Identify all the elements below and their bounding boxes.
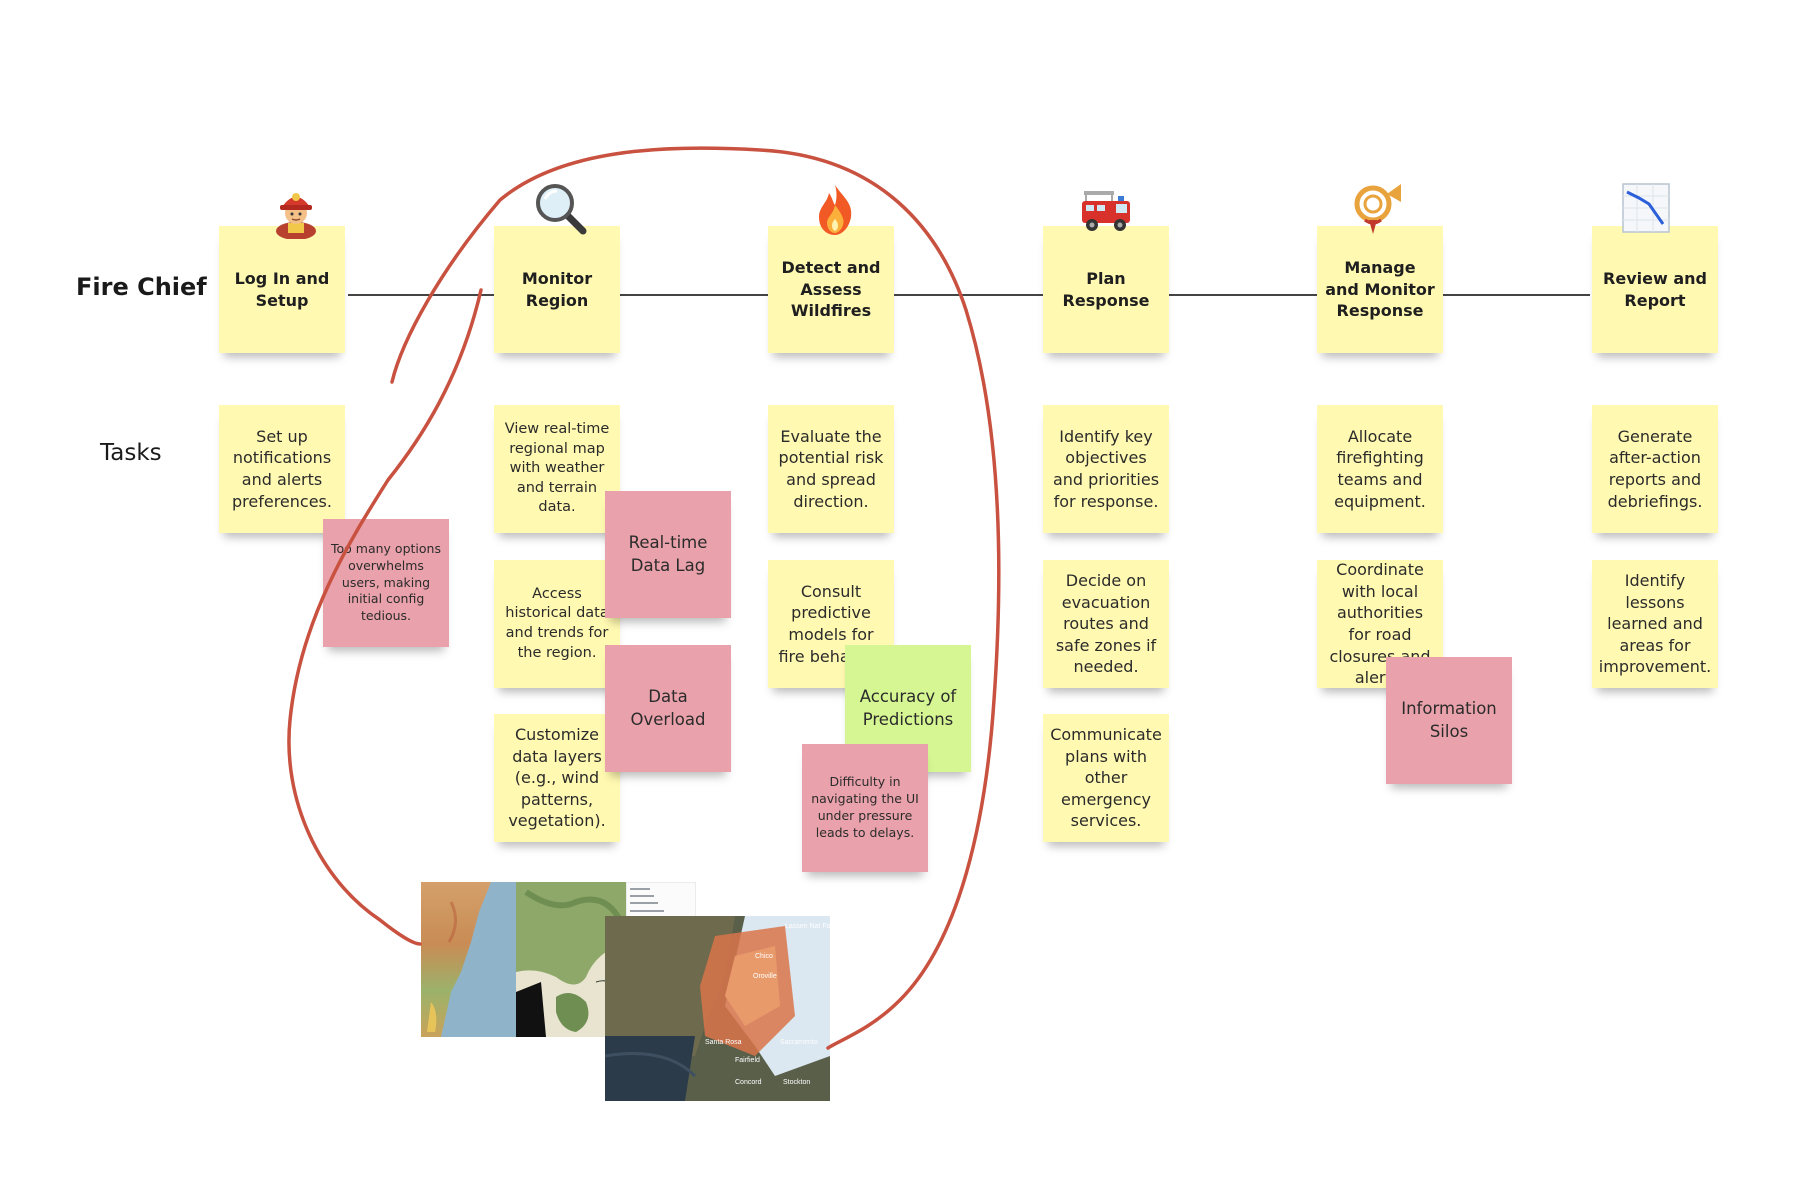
terrain-map-screenshot[interactable] xyxy=(421,882,516,1037)
task-text: Decide on evacuation routes and safe zon… xyxy=(1055,571,1157,677)
task-sticky[interactable]: Evaluate the potential risk and spread d… xyxy=(768,405,894,533)
task-sticky[interactable]: Coordinate with local authorities for ro… xyxy=(1317,560,1443,688)
task-text: Customize data layers (e.g., wind patter… xyxy=(508,725,606,831)
task-sticky[interactable]: Identify lessons learned and areas for i… xyxy=(1592,560,1718,688)
stage-label: Detect and Assess Wildfires xyxy=(781,258,881,321)
stage-label: Monitor Region xyxy=(521,268,593,310)
task-text: Set up notifications and alerts preferen… xyxy=(232,426,332,511)
task-sticky[interactable]: Decide on evacuation routes and safe zon… xyxy=(1043,560,1169,688)
stage-sticky-detect[interactable]: Detect and Assess Wildfires xyxy=(768,226,894,353)
task-text: Identify lessons learned and areas for i… xyxy=(1598,571,1712,677)
task-sticky[interactable]: Generate after-action reports and debrie… xyxy=(1592,405,1718,533)
task-sticky[interactable]: Identify key objectives and priorities f… xyxy=(1043,405,1169,533)
postal-horn-icon xyxy=(1354,184,1401,234)
pain-point-sticky[interactable]: Information Silos xyxy=(1386,657,1512,784)
tasks-row-label: Tasks xyxy=(100,440,162,466)
task-text: Allocate firefighting teams and equipmen… xyxy=(1334,426,1426,511)
stage-label: Plan Response xyxy=(1062,268,1150,310)
task-sticky[interactable]: Communicate plans with other emergency s… xyxy=(1043,714,1169,842)
task-sticky[interactable]: View real-time regional map with weather… xyxy=(494,405,620,533)
stage-sticky-review[interactable]: Review and Report xyxy=(1592,226,1718,353)
pain-point-sticky[interactable]: Difficulty in navigating the UI under pr… xyxy=(802,744,928,872)
stage-label: Manage and Monitor Response xyxy=(1325,258,1435,321)
map-place-label: Chico xyxy=(755,953,773,960)
firefighter-icon xyxy=(276,193,316,239)
stage-sticky-manage[interactable]: Manage and Monitor Response xyxy=(1317,226,1443,353)
task-text: Access historical data and trends for th… xyxy=(505,585,609,661)
pain-point-text: Too many options overwhelms users, makin… xyxy=(331,540,441,624)
map-place-label: Oroville xyxy=(753,973,777,980)
map-place-label: Lassen Nat Forest xyxy=(785,923,830,930)
pain-point-text: Difficulty in navigating the UI under pr… xyxy=(811,774,919,840)
map-place-label: Fairfield xyxy=(735,1057,760,1064)
map-place-label: Santa Rosa xyxy=(705,1039,742,1046)
stage-label: Log In and Setup xyxy=(234,268,330,310)
pain-point-sticky[interactable]: Real-time Data Lag xyxy=(605,491,731,618)
pain-point-text: Data Overload xyxy=(630,687,706,729)
task-text: Generate after-action reports and debrie… xyxy=(1607,426,1703,511)
pain-point-text: Accuracy of Predictions xyxy=(859,687,957,729)
pain-point-sticky[interactable]: Data Overload xyxy=(605,645,731,772)
task-sticky[interactable]: Access historical data and trends for th… xyxy=(494,560,620,688)
stage-sticky-login[interactable]: Log In and Setup xyxy=(219,226,345,353)
pain-point-text: Real-time Data Lag xyxy=(628,533,708,575)
chart-decreasing-icon xyxy=(1622,183,1670,233)
map-place-label: Sacramento xyxy=(780,1039,818,1046)
magnifying-glass-icon xyxy=(536,184,587,235)
map-place-label: Concord xyxy=(735,1079,762,1086)
stage-label: Review and Report xyxy=(1603,268,1707,310)
task-text: View real-time regional map with weather… xyxy=(504,421,610,516)
map-place-label: Stockton xyxy=(783,1079,810,1086)
task-text: Identify key objectives and priorities f… xyxy=(1052,426,1160,511)
task-sticky[interactable]: Customize data layers (e.g., wind patter… xyxy=(494,714,620,842)
fire-engine-icon xyxy=(1082,191,1130,231)
task-sticky[interactable]: Allocate firefighting teams and equipmen… xyxy=(1317,405,1443,533)
actor-label: Fire Chief xyxy=(76,273,207,301)
pain-point-sticky[interactable]: Too many options overwhelms users, makin… xyxy=(323,519,449,647)
task-text: Evaluate the potential risk and spread d… xyxy=(778,426,884,511)
stage-sticky-plan[interactable]: Plan Response xyxy=(1043,226,1169,353)
stage-sticky-monitor[interactable]: Monitor Region xyxy=(494,226,620,353)
task-text: Communicate plans with other emergency s… xyxy=(1050,725,1162,831)
task-sticky[interactable]: Set up notifications and alerts preferen… xyxy=(219,405,345,533)
pain-point-text: Information Silos xyxy=(1401,699,1497,741)
fire-icon xyxy=(819,185,852,235)
